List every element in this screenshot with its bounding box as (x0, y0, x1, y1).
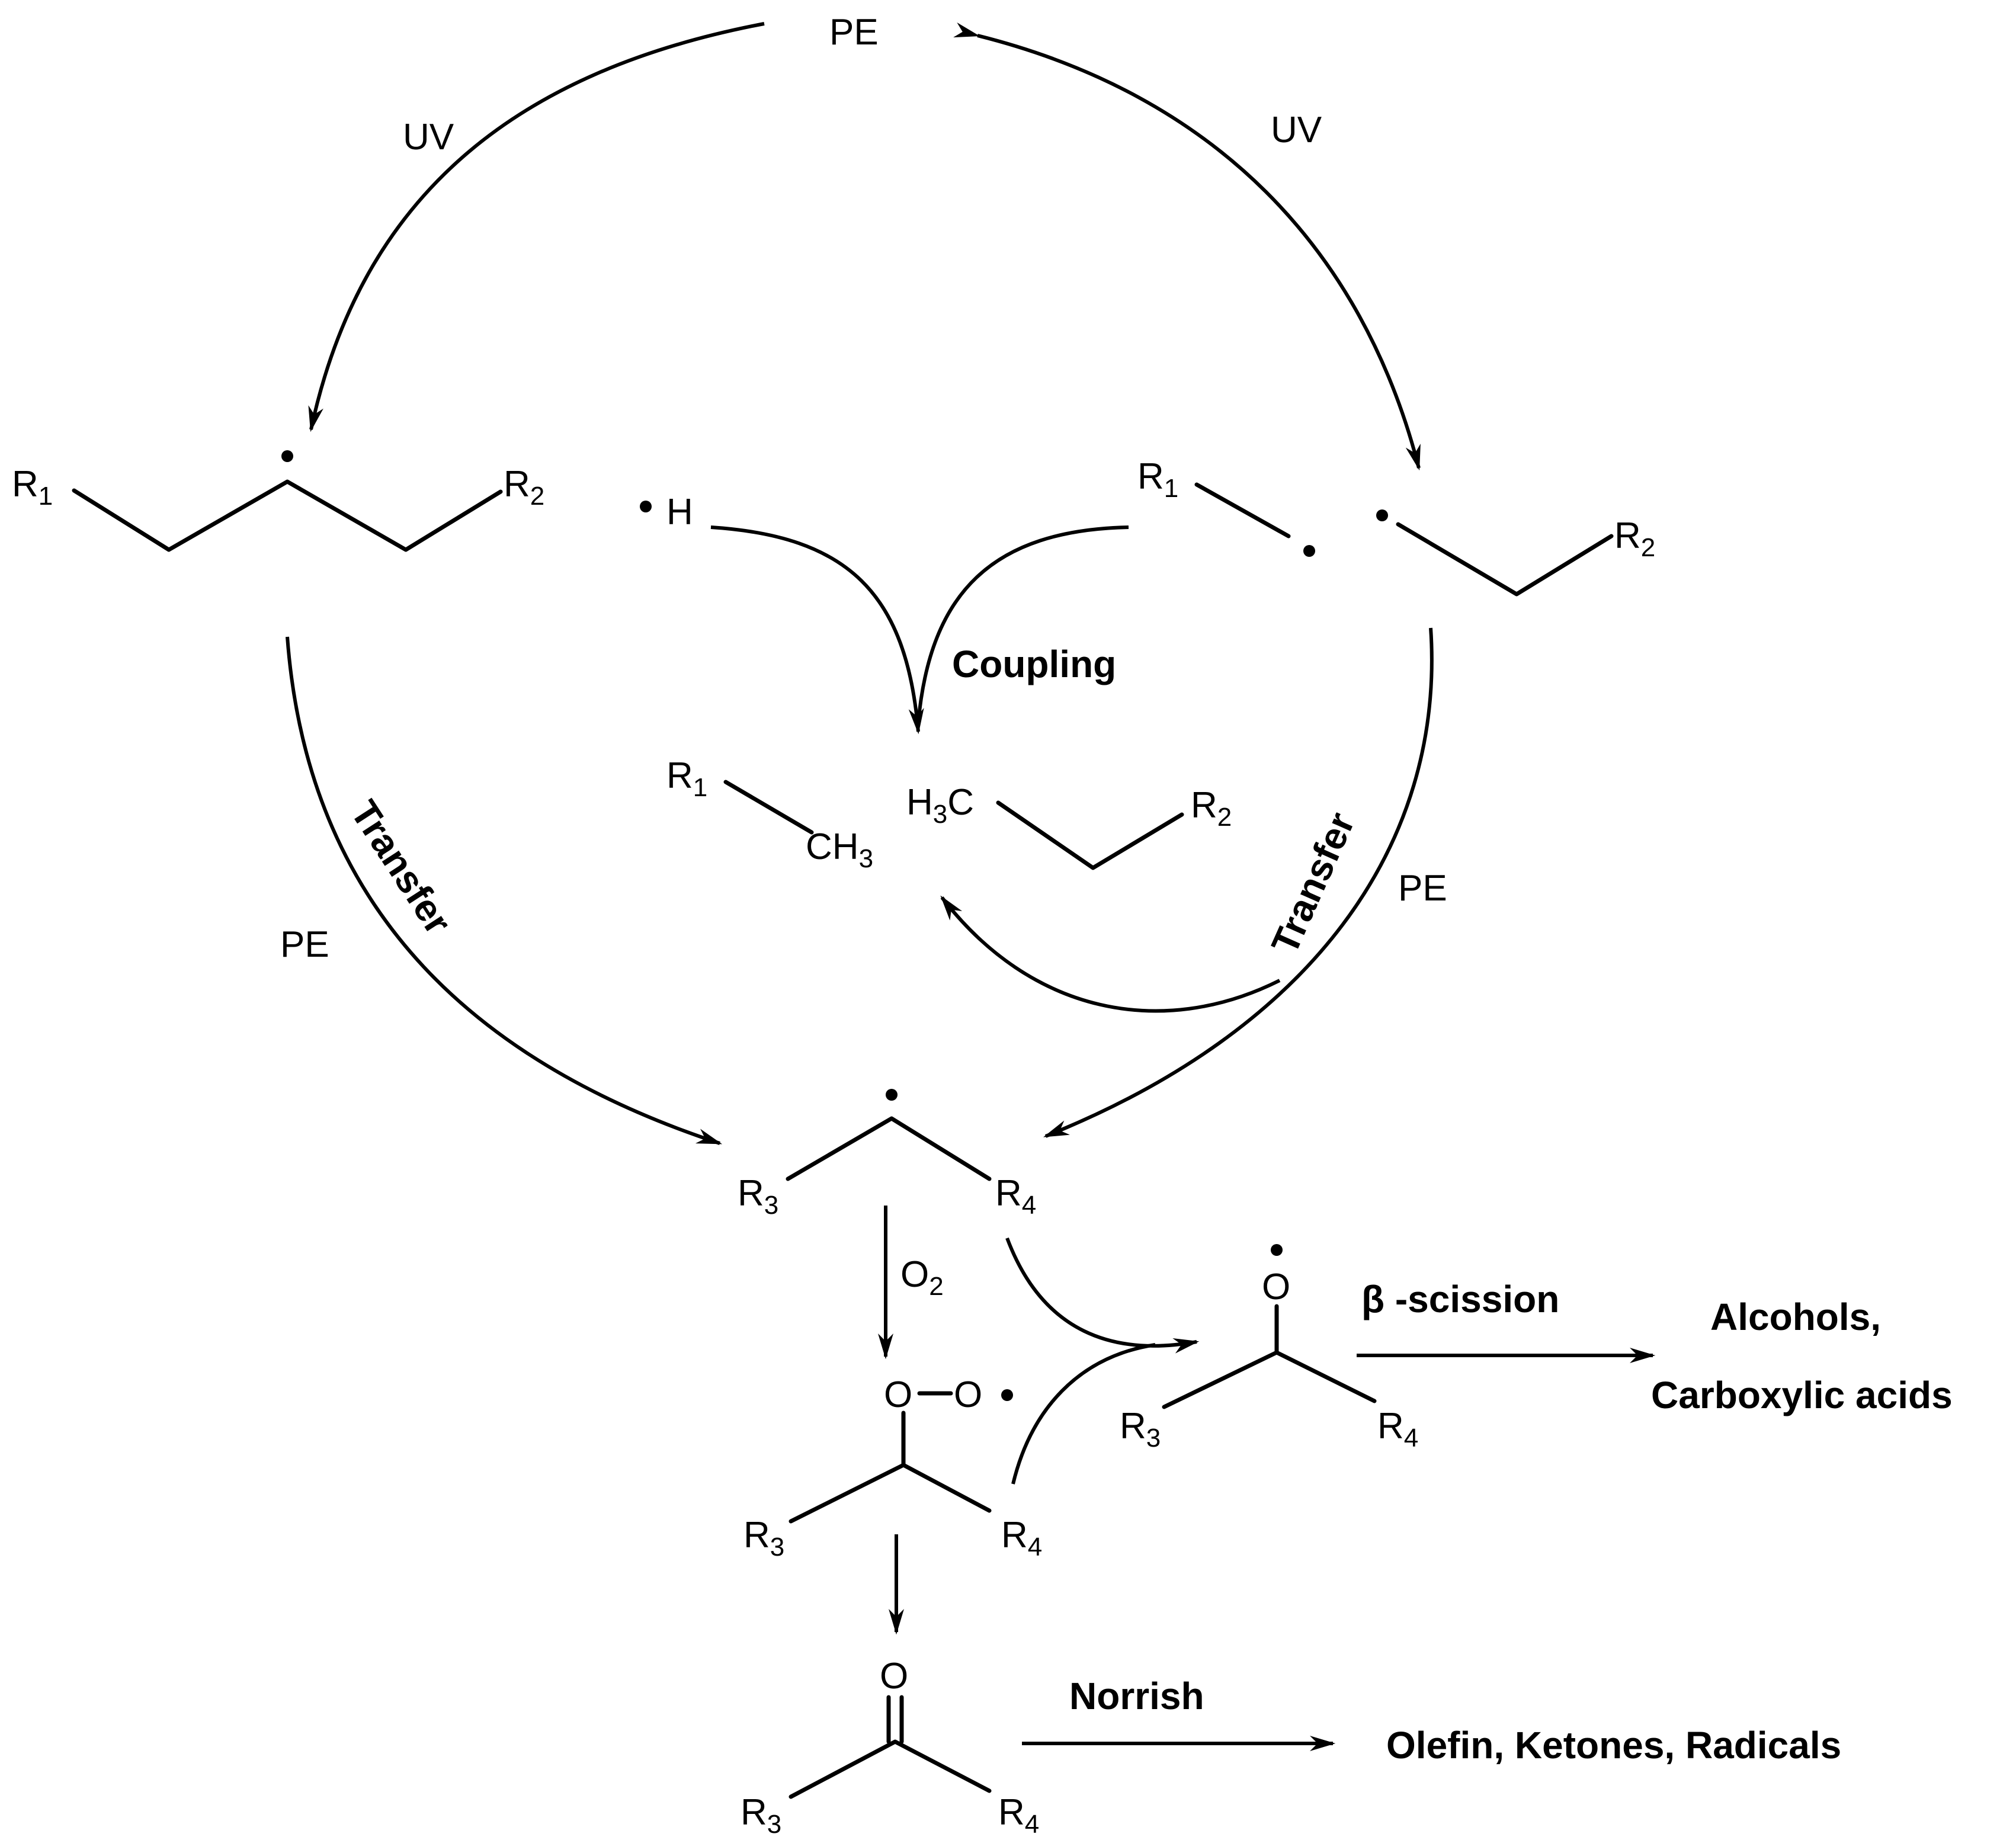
uv-arrow-left (308, 22, 765, 432)
radical-dot (1271, 1244, 1283, 1256)
uv-label-left: UV (403, 117, 454, 158)
transfer-label-left: Transfer (342, 793, 460, 941)
chain-bonds (1396, 522, 1614, 597)
alkoxy-radical: O R3 R4 (1120, 1244, 1418, 1453)
oxygen-label: O (954, 1374, 982, 1415)
norrish-label: Norrish (1069, 1675, 1204, 1717)
beta-scission-label: β -scission (1361, 1278, 1559, 1320)
bond (1194, 482, 1291, 538)
r2-label: R2 (1614, 515, 1655, 562)
transfer-arrow-left (286, 636, 723, 1145)
pe-label-right: PE (1398, 868, 1447, 909)
radical-dot (1001, 1389, 1013, 1401)
transfer-arrow-right (1043, 627, 1434, 1138)
chain-bonds (996, 800, 1184, 870)
radical-dot (1376, 509, 1388, 521)
bond (723, 780, 814, 835)
h-label: H (666, 492, 693, 533)
r4-label: R4 (1377, 1406, 1418, 1453)
coupling-arrow-from-h (710, 525, 924, 735)
radical-dot (281, 450, 293, 462)
peroxy-radical: O O R3 R4 (743, 1374, 1042, 1562)
secondary-alkyl-radical: R1 R2 (12, 450, 544, 552)
r1-label: R1 (12, 464, 53, 511)
r1-label: R1 (666, 755, 707, 802)
r2-label: R2 (1191, 785, 1232, 832)
uv-label-right: UV (1271, 110, 1322, 150)
pe-label-top: PE (829, 12, 879, 53)
alkoxy-formation-arrow-from-radical (1005, 1237, 1200, 1354)
r2-label: R2 (504, 464, 544, 511)
r4-label: R4 (995, 1173, 1036, 1220)
oxygen-label: O (1262, 1267, 1290, 1307)
transfer-label-right: Transfer (1263, 806, 1363, 960)
coupling-arrow-from-r1 (916, 525, 1129, 723)
ch3-label: CH3 (806, 826, 873, 873)
chain-bonds (72, 479, 503, 552)
central-alkyl-radical: R3 R4 (738, 1089, 1036, 1220)
r4-label: R4 (1001, 1515, 1042, 1562)
r4-label: R4 (998, 1792, 1039, 1839)
r1-label: R1 (1137, 456, 1178, 503)
uv-arrow-right (953, 22, 1421, 471)
r3-label: R3 (743, 1515, 784, 1562)
ketone: O R3 R4 (741, 1656, 1039, 1839)
r3-label: R3 (738, 1173, 778, 1220)
o2-label: O2 (900, 1254, 944, 1301)
oxygen-label: O (880, 1656, 908, 1697)
coupling-label: Coupling (952, 643, 1116, 685)
pe-label-left: PE (280, 924, 329, 965)
radical-dot (640, 501, 652, 512)
radical-dot (886, 1089, 898, 1101)
coupling-product-methyl-chain: R1 CH3 (666, 755, 873, 873)
chain-bonds (789, 1739, 992, 1799)
product-carboxylic-acids: Carboxylic acids (1651, 1374, 1953, 1416)
product-alcohols: Alcohols, (1710, 1296, 1881, 1338)
chain-bonds (1162, 1350, 1377, 1409)
chain-bonds (789, 1463, 992, 1524)
alkoxy-formation-arrow-from-peroxy (1011, 1343, 1156, 1485)
h3c-label: H3C (906, 782, 974, 829)
r3-label: R3 (741, 1792, 781, 1839)
hydrogen-radical: H (640, 492, 693, 533)
r3-label: R3 (1120, 1406, 1161, 1453)
radical-dot (1303, 545, 1315, 557)
chain-scission-radicals: R1 R2 (1137, 456, 1655, 597)
transfer-return-arrow (940, 895, 1281, 1013)
product-olefin-ketones-radicals: Olefin, Ketones, Radicals (1386, 1724, 1841, 1767)
chain-bonds (786, 1116, 992, 1181)
coupling-product-ethyl-chain: H3C R2 (906, 782, 1232, 870)
oxygen-label: O (884, 1374, 912, 1415)
